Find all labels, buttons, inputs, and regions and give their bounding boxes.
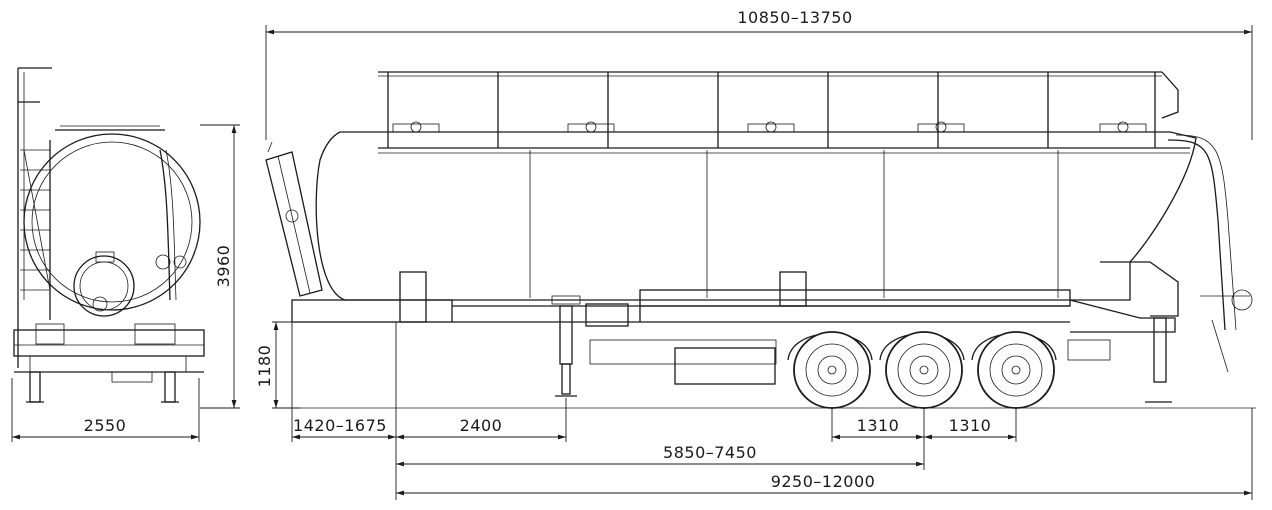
dim-front-height: 3960 <box>200 124 240 409</box>
side-frame <box>291 271 1176 385</box>
dim-kingpin-to-axles-label: 5850–7450 <box>663 443 757 462</box>
side-tipping-cylinder <box>265 141 323 297</box>
front-discharge-flange <box>73 255 135 317</box>
dim-kingpin-to-rear: 9250–12000 <box>396 408 1253 500</box>
front-ladder <box>17 67 52 368</box>
dim-axle-spacing-2-label: 1310 <box>949 416 992 435</box>
side-tank-body <box>315 131 1197 301</box>
dim-kingpin-to-legs-label: 2400 <box>460 416 503 435</box>
dim-axle-spacing-1-label: 1310 <box>857 416 900 435</box>
dim-front-width: 2550 <box>11 378 200 442</box>
dim-coupling-height: 1180 <box>255 321 300 409</box>
dim-front-height-label: 3960 <box>214 245 233 288</box>
dim-front-overhang-label: 1420–1675 <box>293 416 387 435</box>
dim-chain-row-1: 1420–1675 2400 1310 1310 <box>291 322 1017 500</box>
dim-front-width-label: 2550 <box>84 416 127 435</box>
side-walkway <box>378 71 1190 154</box>
front-chassis-beam <box>13 329 205 357</box>
side-rear-discharge <box>1100 134 1253 373</box>
dim-overall-length: 10850–13750 <box>265 8 1253 140</box>
front-view <box>13 67 205 403</box>
dim-coupling-height-label: 1180 <box>255 345 274 388</box>
side-manholes <box>392 121 1147 133</box>
side-landing-legs <box>555 305 1172 403</box>
dim-overall-length-label: 10850–13750 <box>737 8 852 27</box>
dim-kingpin-to-rear-label: 9250–12000 <box>771 472 876 491</box>
dim-kingpin-to-axles: 5850–7450 <box>396 443 924 467</box>
side-wheels <box>787 331 1057 409</box>
side-view <box>265 71 1256 409</box>
